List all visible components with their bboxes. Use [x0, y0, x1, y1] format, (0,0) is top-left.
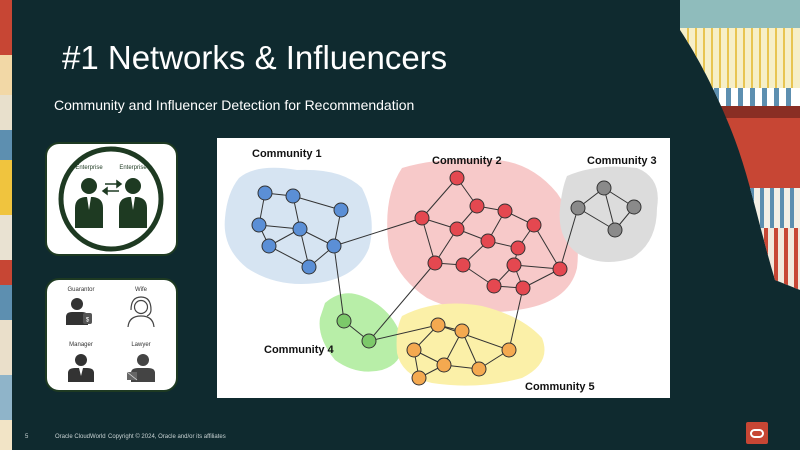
graph-edge	[268, 245, 310, 268]
footer-page-number: 5	[25, 434, 29, 440]
graph-node	[427, 255, 443, 271]
graph-node	[454, 323, 470, 339]
right-decorative-art	[680, 0, 800, 290]
lawyer-icon	[126, 354, 155, 382]
community-graph: Community 1 Community 2 Community 3 Comm…	[217, 138, 670, 398]
enterprise-label-left: Enterprise	[75, 165, 103, 171]
businessman-icon	[75, 178, 103, 228]
footer-copyright: Copyright © 2024, Oracle and/or its affi…	[108, 434, 226, 440]
wife-label: Wife	[135, 287, 148, 293]
graph-node	[336, 313, 352, 329]
graph-node	[526, 217, 542, 233]
graph-node	[326, 238, 342, 254]
slide-subtitle: Community and Influencer Detection for R…	[54, 97, 415, 113]
community-1-label: Community 1	[252, 148, 322, 160]
graph-node	[257, 185, 273, 201]
relations-card: Guarantor $ Wife Manager Lawyer	[45, 278, 178, 392]
graph-edge	[368, 324, 439, 342]
graph-edge	[333, 245, 345, 322]
graph-edge	[508, 287, 524, 351]
graph-node	[411, 370, 427, 386]
graph-node	[515, 280, 531, 296]
graph-edge	[513, 264, 561, 270]
graph-node	[607, 222, 623, 238]
community-3-region	[559, 166, 658, 262]
graph-node	[436, 357, 452, 373]
graph-edge	[421, 217, 436, 264]
graph-node	[626, 199, 642, 215]
graph-node	[292, 221, 308, 237]
manager-icon	[68, 354, 94, 382]
footer-event: Oracle CloudWorld	[55, 434, 106, 440]
slide-title: #1 Networks & Influencers	[62, 39, 448, 76]
graph-nodes	[251, 170, 642, 386]
graph-node	[361, 333, 377, 349]
graph-node	[449, 170, 465, 186]
graph-edge	[292, 195, 342, 211]
graph-node	[570, 200, 586, 216]
manager-label: Manager	[69, 342, 93, 348]
graph-node	[333, 202, 349, 218]
graph-node	[449, 221, 465, 237]
graph-node	[469, 198, 485, 214]
graph-node	[455, 257, 471, 273]
guarantor-label: Guarantor	[67, 287, 94, 293]
wife-icon	[127, 296, 155, 328]
swap-arrows-icon	[101, 179, 123, 196]
graph-node	[301, 259, 317, 275]
graph-edge	[559, 207, 579, 270]
community-2-label: Community 2	[432, 155, 502, 167]
enterprise-relationship-card: Enterprise Enterprise	[45, 142, 178, 256]
community-5-label: Community 5	[525, 381, 595, 393]
left-decorative-strip	[0, 0, 12, 450]
graph-node	[497, 203, 513, 219]
community-4-region	[319, 293, 403, 372]
graph-node	[285, 188, 301, 204]
community-3-label: Community 3	[587, 155, 657, 167]
graph-node	[261, 238, 277, 254]
graph-node	[596, 180, 612, 196]
svg-text:$: $	[86, 318, 90, 324]
graph-node	[506, 257, 522, 273]
graph-node	[251, 217, 267, 233]
graph-edge	[421, 177, 458, 219]
enterprise-label-right: Enterprise	[119, 165, 147, 171]
graph-node	[430, 317, 446, 333]
graph-edge	[533, 224, 561, 270]
graph-node	[552, 261, 568, 277]
businessman-icon	[119, 178, 147, 228]
graph-node	[414, 210, 430, 226]
community-2-region	[387, 159, 578, 313]
graph-edge	[368, 262, 436, 342]
oracle-logo-icon	[746, 422, 768, 444]
graph-node	[486, 278, 502, 294]
lawyer-label: Lawyer	[131, 342, 150, 348]
graph-node	[510, 240, 526, 256]
graph-edge	[333, 217, 423, 247]
graph-node	[480, 233, 496, 249]
graph-edge	[437, 324, 510, 351]
community-4-label: Community 4	[264, 344, 335, 356]
graph-node	[471, 361, 487, 377]
graph-node	[406, 342, 422, 358]
guarantor-icon: $	[66, 298, 92, 325]
graph-node	[501, 342, 517, 358]
